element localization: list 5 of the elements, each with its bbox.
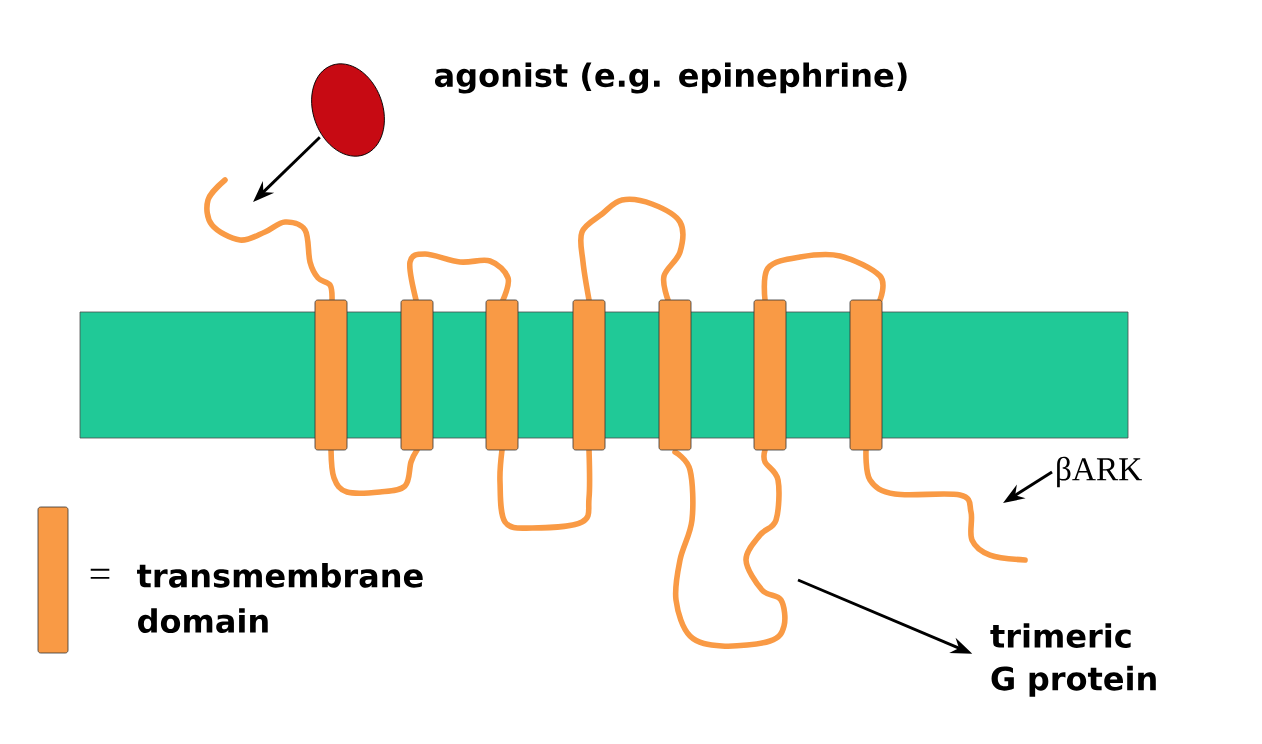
- g-protein-label: trimeric G protein: [990, 623, 1156, 697]
- ligand-label: agonist (e.g. epinephrine): [435, 62, 907, 94]
- equals-sign: =: [90, 568, 110, 579]
- kinase-label: βARK: [1057, 456, 1142, 488]
- legend-label: transmembrane domain: [137, 562, 423, 634]
